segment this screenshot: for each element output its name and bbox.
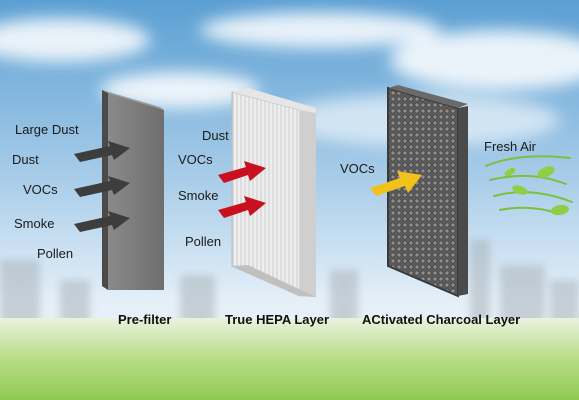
stage-caption: ACtivated Charcoal Layer: [362, 312, 521, 327]
pollutant-label: Pollen: [185, 234, 222, 249]
pollutant-label: Dust: [12, 152, 39, 167]
hepa-arrows: [218, 161, 266, 218]
pollutant-label: VOCs: [178, 152, 213, 167]
pollutant-label: VOCs: [340, 161, 375, 176]
charcoal-panel: [387, 85, 468, 298]
leaves-airflow-icon: [485, 155, 573, 216]
grass: [0, 318, 579, 400]
prefilter-arrow: [74, 176, 130, 197]
prefilter-arrow: [74, 211, 130, 232]
prefilter-arrows: [74, 141, 130, 232]
hepa-arrow: [218, 161, 266, 183]
hepa-arrow: [218, 196, 266, 218]
stage-caption: Pre-filter: [118, 312, 172, 327]
hepa-panel: [231, 88, 316, 297]
prefilter-arrow: [74, 141, 130, 162]
pollutant-label: Smoke: [178, 188, 219, 203]
pollutant-label: Pollen: [37, 246, 74, 261]
pollutant-label: VOCs: [23, 182, 58, 197]
pollutant-label: Smoke: [14, 216, 55, 231]
stage-caption: True HEPA Layer: [225, 312, 330, 327]
output-label: Fresh Air: [484, 139, 537, 154]
pollutant-label: Large Dust: [15, 122, 79, 137]
charcoal-arrow: [370, 171, 422, 196]
pollutant-label: Dust: [202, 128, 229, 143]
